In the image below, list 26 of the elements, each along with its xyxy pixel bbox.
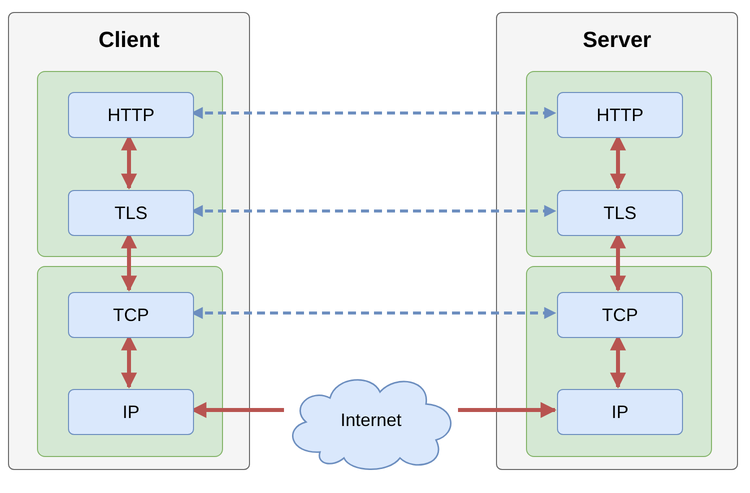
layer-group — [526, 266, 712, 457]
container-panel — [8, 12, 250, 470]
protocol-box — [68, 190, 194, 236]
protocol-label: HTTP — [108, 104, 154, 126]
cloud-label: Internet — [340, 410, 402, 430]
layer-group — [37, 266, 223, 457]
panel-title: Client — [97, 27, 161, 53]
protocol-label: IP — [611, 402, 628, 422]
panel-title: Server — [582, 27, 652, 53]
protocol-box — [557, 292, 683, 338]
protocol-label: HTTP — [596, 104, 644, 126]
arrow — [458, 402, 557, 418]
container-panel — [496, 12, 738, 470]
protocol-label: TCP — [113, 304, 149, 326]
protocol-box — [68, 389, 194, 435]
layer-group — [526, 71, 712, 257]
layer-group — [37, 71, 223, 257]
protocol-box — [68, 92, 194, 138]
protocol-box — [557, 190, 683, 236]
protocol-label: TLS — [603, 202, 636, 224]
protocol-label: IP — [122, 402, 140, 422]
protocol-label: TLS — [114, 202, 148, 224]
protocol-box — [68, 292, 194, 338]
protocol-box — [557, 389, 683, 435]
protocol-box — [557, 92, 683, 138]
protocol-label: TCP — [602, 304, 638, 326]
